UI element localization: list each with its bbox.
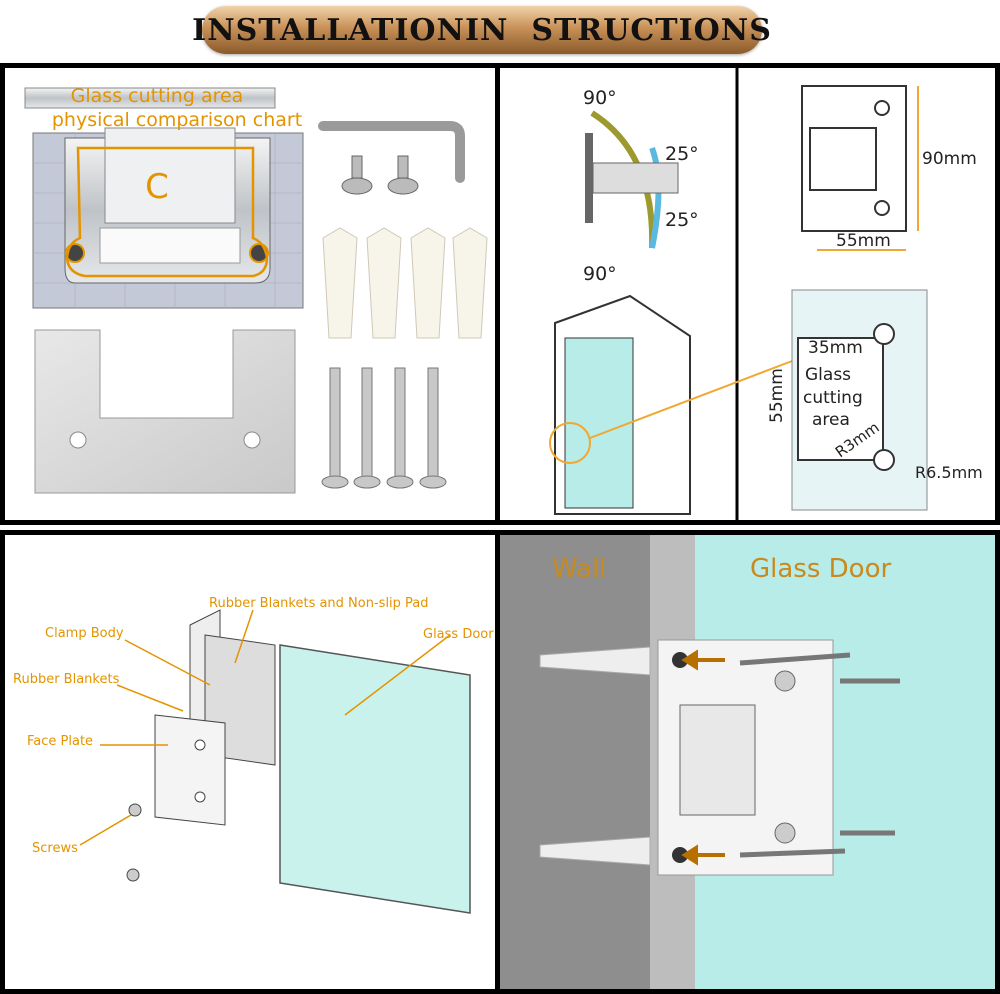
notch-label-glass: Glass — [805, 365, 851, 385]
swing-angle-diagram: 90° 90° 25° 25° — [583, 87, 699, 285]
clamp-body-label: Clamp Body — [45, 626, 124, 641]
glass-door-title: Glass Door — [750, 554, 891, 584]
allen-key-icon — [318, 121, 465, 183]
installation-illustration: Wall Glass Door — [500, 535, 995, 989]
glass-door-label: Glass Door — [423, 627, 494, 642]
notch-width-label: 35mm — [808, 338, 863, 358]
rubber-blankets-label: Rubber Blankets — [13, 672, 120, 687]
screw-icon — [126, 803, 142, 882]
rubber-pad-label: Rubber Blankets and Non-slip Pad — [209, 596, 429, 611]
panel-parts-photo: C Glass cutting area physical comparison… — [0, 63, 500, 525]
banner-title: INSTALLATIONIN STRUCTIONS — [192, 12, 772, 48]
notch-label-cutting: cutting — [803, 388, 863, 408]
angle-upper-label: 25° — [665, 143, 699, 165]
notch-height-label: 55mm — [767, 368, 787, 423]
installed-hinge — [657, 639, 834, 876]
screw-icon — [739, 652, 900, 858]
machine-screw-icon — [341, 155, 419, 195]
wood-screw-icon — [321, 367, 447, 489]
glass-notch-drawing: 35mm 55mm Glass cutting area R3mm R6.5mm — [767, 289, 983, 511]
panel-exploded-view: Rubber Blankets and Non-slip Pad Clamp B… — [0, 530, 500, 994]
panel-specifications: 90° 90° 25° 25° 90mm 55mm — [500, 63, 1000, 525]
wall-anchor-icon — [539, 646, 651, 866]
hinge-dimension-drawing: 90mm 55mm — [801, 85, 977, 251]
face-plate-label: Face Plate — [27, 734, 93, 749]
cutout-letter: C — [145, 167, 169, 207]
width-dim-label: 55mm — [836, 231, 891, 251]
spec-drawings: 90° 90° 25° 25° 90mm 55mm — [549, 68, 983, 520]
hinge-photo: C Glass cutting area physical comparison… — [24, 85, 304, 309]
parts-illustration: C Glass cutting area physical comparison… — [24, 85, 488, 494]
arrow-icon — [681, 649, 725, 866]
exploded-diagram: Rubber Blankets and Non-slip Pad Clamp B… — [13, 596, 494, 914]
comparison-chart-label: physical comparison chart — [52, 109, 302, 131]
angle-bottom-label: 90° — [583, 263, 617, 285]
angle-lower-label: 25° — [665, 209, 699, 231]
wall-label: Wall — [552, 554, 606, 584]
angle-top-label: 90° — [583, 87, 617, 109]
wall-anchor-icon — [322, 227, 488, 339]
radius-large-label: R6.5mm — [915, 463, 983, 482]
title-banner: INSTALLATIONIN STRUCTIONS — [192, 6, 771, 54]
cutting-area-label: Glass cutting area — [71, 85, 244, 107]
panel-installation: Wall Glass Door — [500, 530, 1000, 994]
height-dim-label: 90mm — [922, 149, 977, 169]
screws-label: Screws — [32, 841, 78, 856]
notch-label-area: area — [812, 410, 850, 430]
shower-box-drawing — [549, 294, 801, 515]
back-plate-photo — [34, 329, 296, 494]
